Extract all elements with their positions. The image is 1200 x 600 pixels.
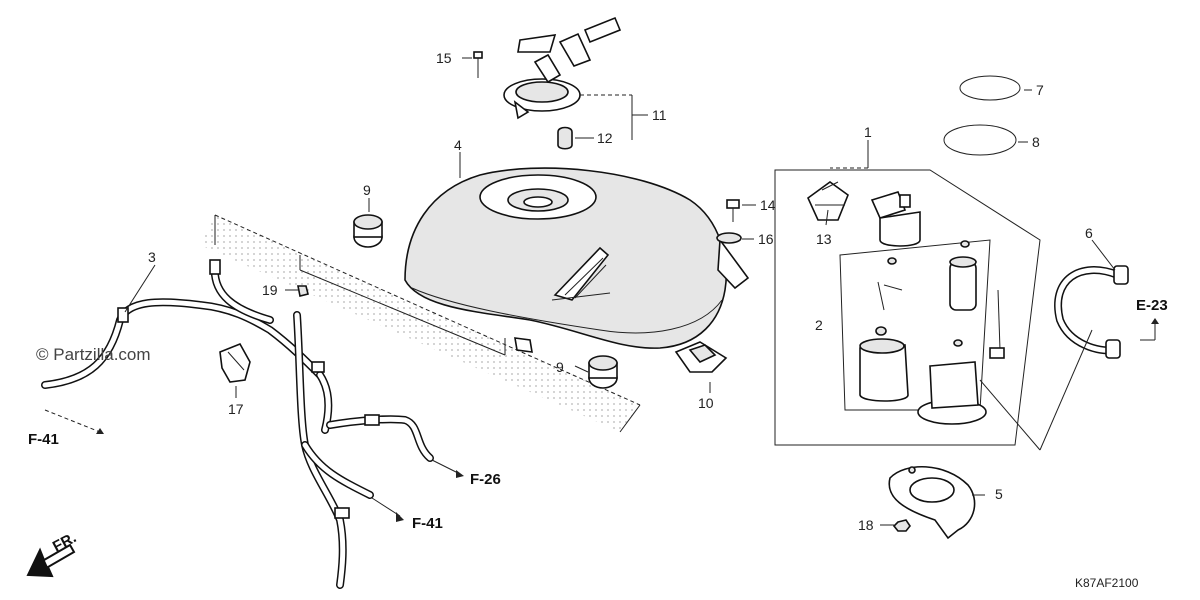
- callout-10[interactable]: 10: [698, 395, 714, 411]
- callout-13[interactable]: 13: [816, 231, 832, 247]
- reference-e23[interactable]: E-23: [1136, 297, 1168, 314]
- callout-19[interactable]: 19: [262, 282, 278, 298]
- callout-3[interactable]: 3: [148, 249, 156, 265]
- cap-gasket[interactable]: [557, 126, 573, 150]
- leader-lines: [44, 57, 1159, 526]
- callout-15[interactable]: 15: [436, 50, 452, 66]
- callout-18[interactable]: 18: [858, 517, 874, 533]
- rubber-mount-upper[interactable]: [353, 214, 383, 248]
- callout-14[interactable]: 14: [760, 197, 776, 213]
- callout-17[interactable]: 17: [228, 401, 244, 417]
- callout-4[interactable]: 4: [454, 137, 462, 153]
- diagram-code: K87AF2100: [1075, 576, 1139, 590]
- rear-bracket[interactable]: [674, 341, 728, 373]
- hose-clip-17[interactable]: [219, 342, 251, 383]
- bolt-14[interactable]: [726, 199, 740, 222]
- o-ring-8[interactable]: [943, 124, 1017, 156]
- callout-2[interactable]: 2: [815, 317, 823, 333]
- reference-f41-left[interactable]: F-41: [28, 431, 59, 448]
- callout-9-lower[interactable]: 9: [556, 359, 564, 375]
- callout-12[interactable]: 12: [597, 130, 613, 146]
- bolt-15[interactable]: [473, 51, 483, 78]
- callout-11[interactable]: 11: [652, 107, 667, 123]
- callout-8[interactable]: 8: [1032, 134, 1040, 150]
- mounting-plate[interactable]: [888, 466, 976, 540]
- fuel-cap-assembly[interactable]: [503, 16, 622, 120]
- fuel-pump-assembly[interactable]: [774, 169, 1041, 446]
- reference-f41-bottom[interactable]: F-41: [412, 515, 443, 532]
- callout-9-upper[interactable]: 9: [363, 182, 371, 198]
- rubber-mount-lower[interactable]: [588, 355, 618, 389]
- watermark: © Partzilla.com: [36, 345, 151, 364]
- fuel-tank[interactable]: [404, 167, 750, 353]
- nut-18[interactable]: [892, 519, 911, 532]
- frame-shading: [200, 214, 641, 433]
- breather-hose-3[interactable]: [41, 259, 434, 589]
- callout-16[interactable]: 16: [758, 231, 774, 247]
- wing-logo-icon: [551, 246, 611, 301]
- clip-19[interactable]: [297, 285, 309, 297]
- callout-1[interactable]: 1: [864, 124, 872, 140]
- fuel-hose-6[interactable]: [1054, 265, 1129, 359]
- washer-16[interactable]: [716, 232, 742, 244]
- front-direction-arrow-icon: [26, 543, 76, 578]
- o-ring-7[interactable]: [959, 75, 1021, 101]
- callout-6[interactable]: 6: [1085, 225, 1093, 241]
- callout-7[interactable]: 7: [1036, 82, 1044, 98]
- callout-5[interactable]: 5: [995, 486, 1003, 502]
- reference-f26[interactable]: F-26: [470, 471, 501, 488]
